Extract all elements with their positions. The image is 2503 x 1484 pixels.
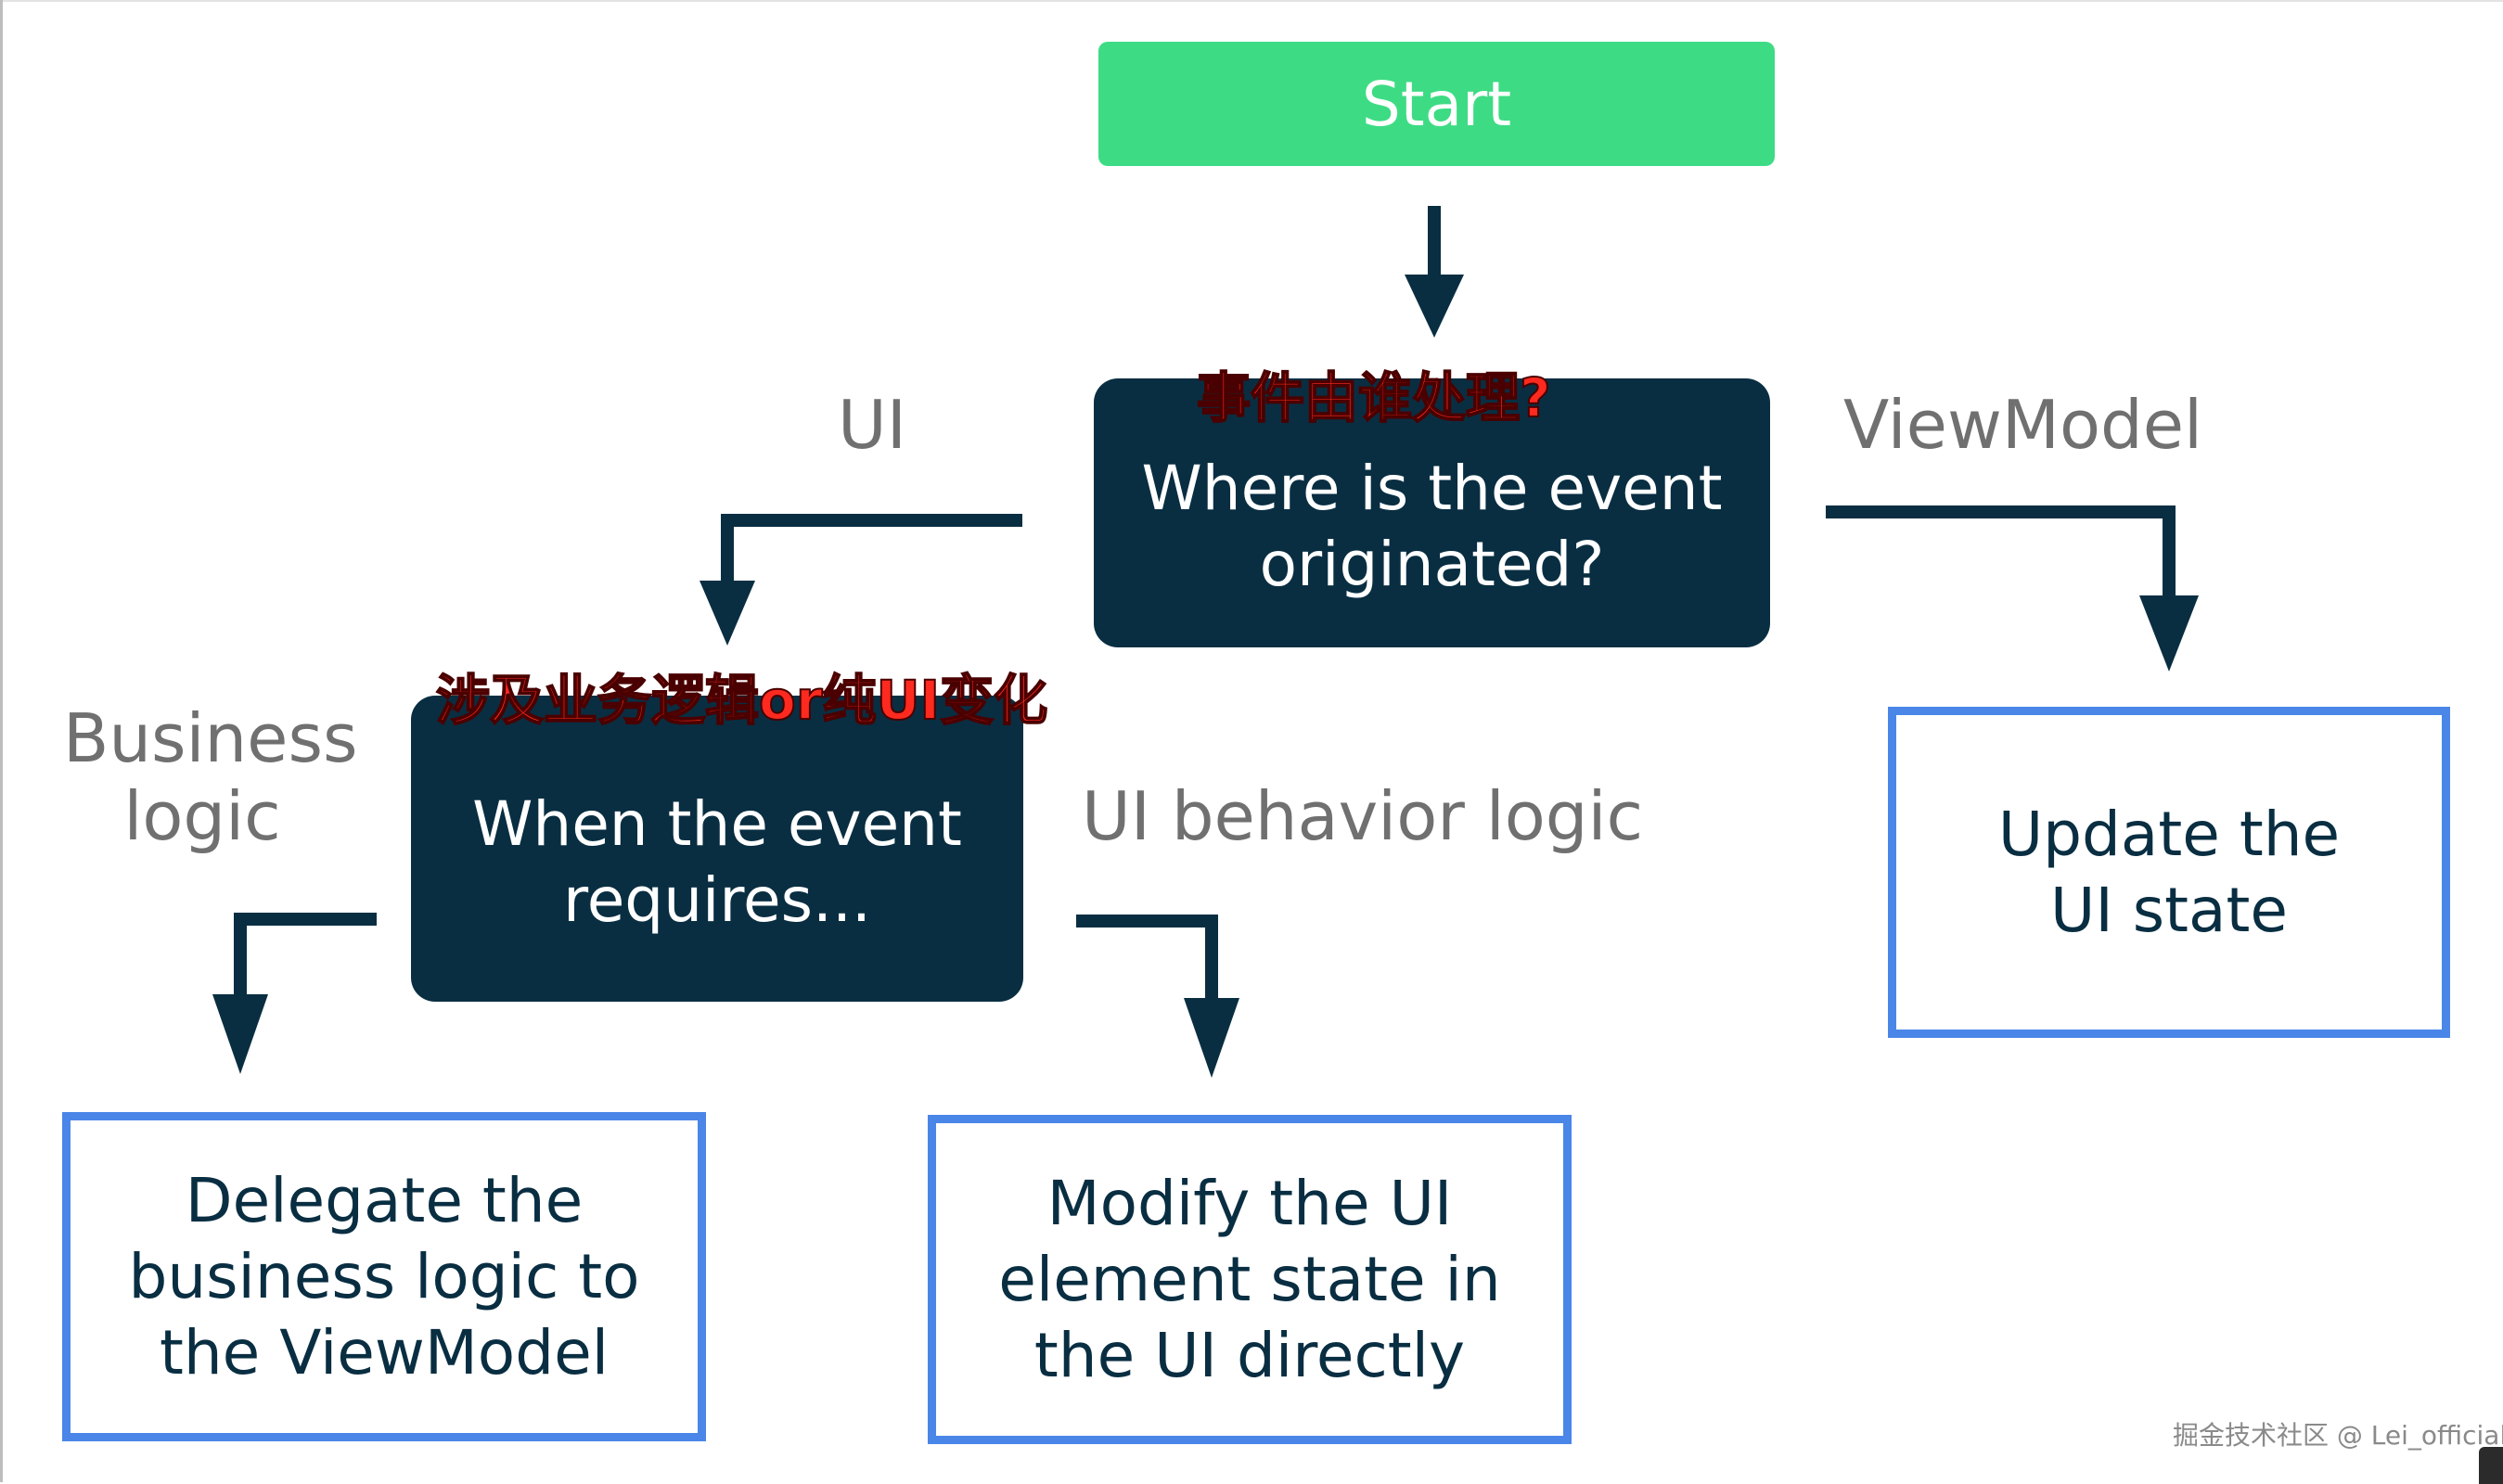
outcome-update-ui-state: Update the UI state [1888,707,2450,1038]
outcome-modify-ui-element: Modify the UI element state in the UI di… [928,1115,1572,1444]
branch-label-business-logic: Business logic [63,699,358,855]
outcome-delegate-business-logic: Delegate the business logic to the ViewM… [62,1112,706,1441]
outcome-modify-ui-element-label: Modify the UI element state in the UI di… [998,1167,1501,1391]
decision-event-requires-label: When the event requires... [472,788,962,936]
start-node-label: Start [1361,68,1512,140]
decision-event-origin-label: Where is the event originated? [1141,453,1723,600]
arrow-requires-to-delegate [212,913,377,1074]
arrow-start-to-origin [1405,206,1464,338]
decision-event-origin: Where is the event originated? [1094,378,1770,647]
branch-label-ui: UI [838,386,906,464]
corner-badge-icon [2479,1447,2503,1484]
outcome-update-ui-state-label: Update the UI state [1997,798,2341,946]
annotation-event-requires: 涉及业务逻辑or纯UI变化 [435,668,1048,733]
arrow-origin-to-update [1826,505,2199,672]
start-node: Start [1098,42,1775,166]
annotation-event-origin: 事件由谁处理? [1196,365,1552,430]
arrow-requires-to-modify [1076,915,1239,1078]
watermark: 掘金技术社区 @ Lei_official [2173,1420,2503,1451]
branch-label-viewmodel: ViewModel [1843,386,2203,464]
branch-label-ui-behavior-logic: UI behavior logic [1082,777,1644,855]
top-divider [0,0,2503,2]
arrow-origin-to-requires [700,514,1022,646]
outcome-delegate-business-logic-label: Delegate the business logic to the ViewM… [128,1164,640,1388]
decision-event-requires: When the event requires... [411,696,1023,1002]
left-divider [0,0,3,1482]
